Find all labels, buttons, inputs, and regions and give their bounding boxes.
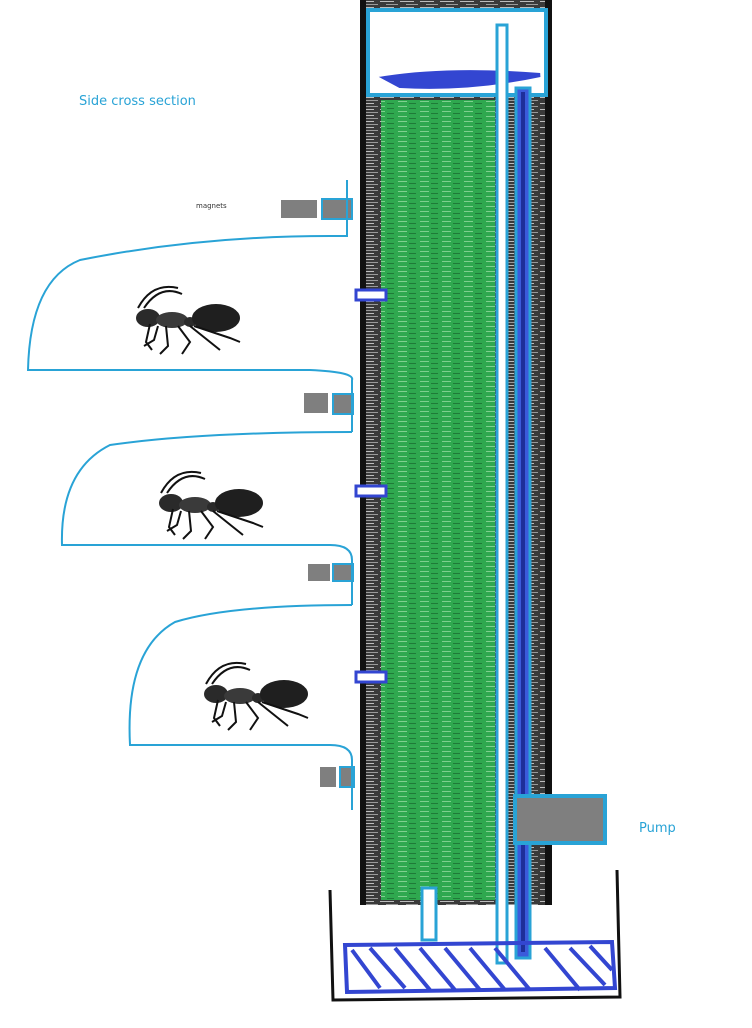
- wall-pegs: [354, 288, 388, 684]
- pump-label: Pump: [639, 821, 676, 836]
- ant-icon: [135, 285, 241, 355]
- magnets-label: magnets: [196, 202, 227, 210]
- ant-enclosures: [26, 180, 354, 810]
- reservoir-tank: [328, 869, 622, 1002]
- top-trough: [366, 8, 548, 97]
- enclosure-2: [60, 431, 353, 605]
- enclosure-1: [26, 180, 354, 432]
- water-pipes: [495, 23, 532, 965]
- return-pipe: [495, 23, 509, 965]
- ant-icon: [203, 661, 309, 731]
- growing-medium: [381, 100, 495, 900]
- ant-icon: [158, 470, 264, 540]
- pump: [513, 794, 607, 845]
- diagram-title: Side cross section: [79, 94, 196, 109]
- drain-pipe: [420, 886, 438, 942]
- enclosure-3: [128, 604, 353, 810]
- magnet-blocks: [281, 198, 355, 788]
